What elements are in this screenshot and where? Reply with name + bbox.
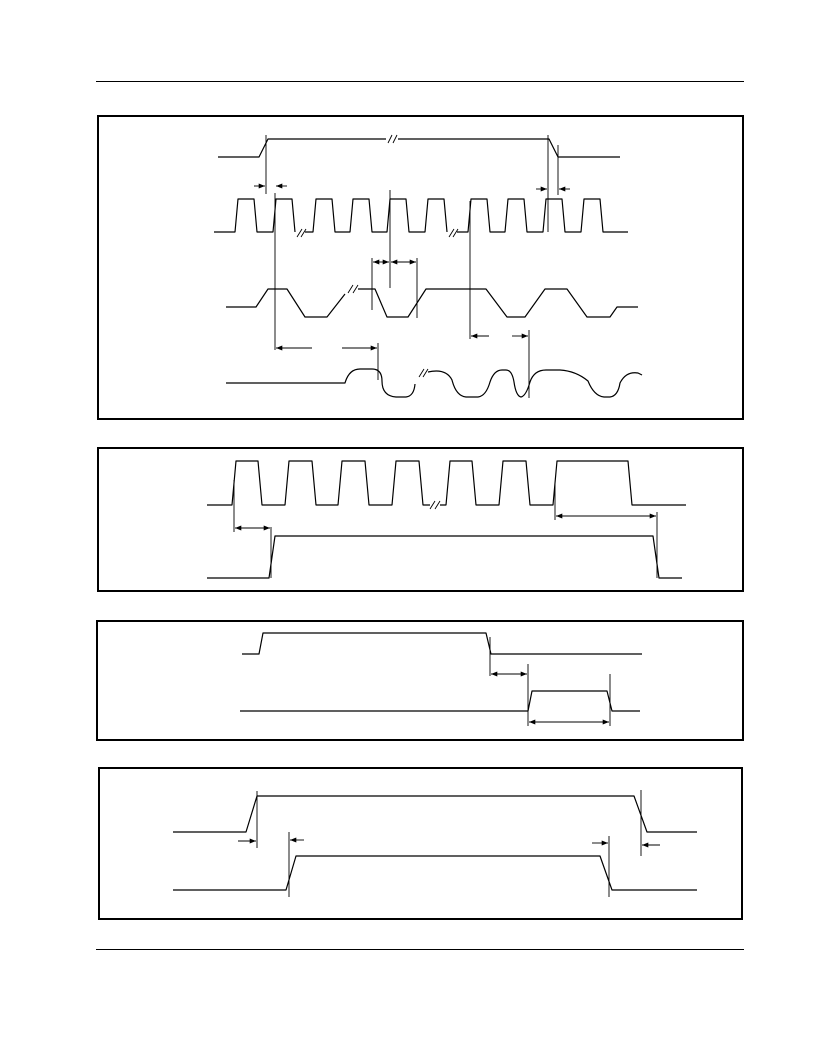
- break-mark: [296, 228, 459, 238]
- panel-3-waveforms: [240, 632, 642, 726]
- break-mark: [429, 500, 441, 510]
- data-signal-waveform: [226, 288, 638, 318]
- panel-1-waveforms: [214, 134, 643, 398]
- enable-window-waveform: [207, 535, 682, 579]
- panel-2-waveforms: [207, 460, 686, 579]
- enable-signal-waveform: [218, 138, 620, 158]
- panel-4-waveforms: [173, 790, 697, 897]
- timing-reference-lines: [256, 790, 642, 897]
- footer-rule: [96, 949, 744, 950]
- outer-pulse-waveform: [173, 795, 697, 833]
- header-rule: [96, 81, 744, 82]
- clock-signal-waveform: [214, 198, 628, 233]
- output-signal-waveform: [226, 368, 643, 398]
- timing-reference-lines: [233, 480, 658, 578]
- response-pulse-waveform: [240, 690, 640, 712]
- timing-diagram-panel-4: [98, 767, 743, 920]
- input-pulse-waveform: [242, 632, 642, 655]
- timing-diagram-panel-1: [97, 115, 744, 420]
- break-mark: [347, 284, 359, 294]
- break-mark: [387, 134, 398, 144]
- clock-burst-waveform: [207, 460, 686, 506]
- break-mark: [418, 368, 429, 378]
- timing-diagram-panel-3: [96, 620, 744, 741]
- timing-reference-lines: [489, 637, 611, 726]
- inner-pulse-waveform: [173, 855, 697, 891]
- timing-reference-lines: [265, 135, 559, 398]
